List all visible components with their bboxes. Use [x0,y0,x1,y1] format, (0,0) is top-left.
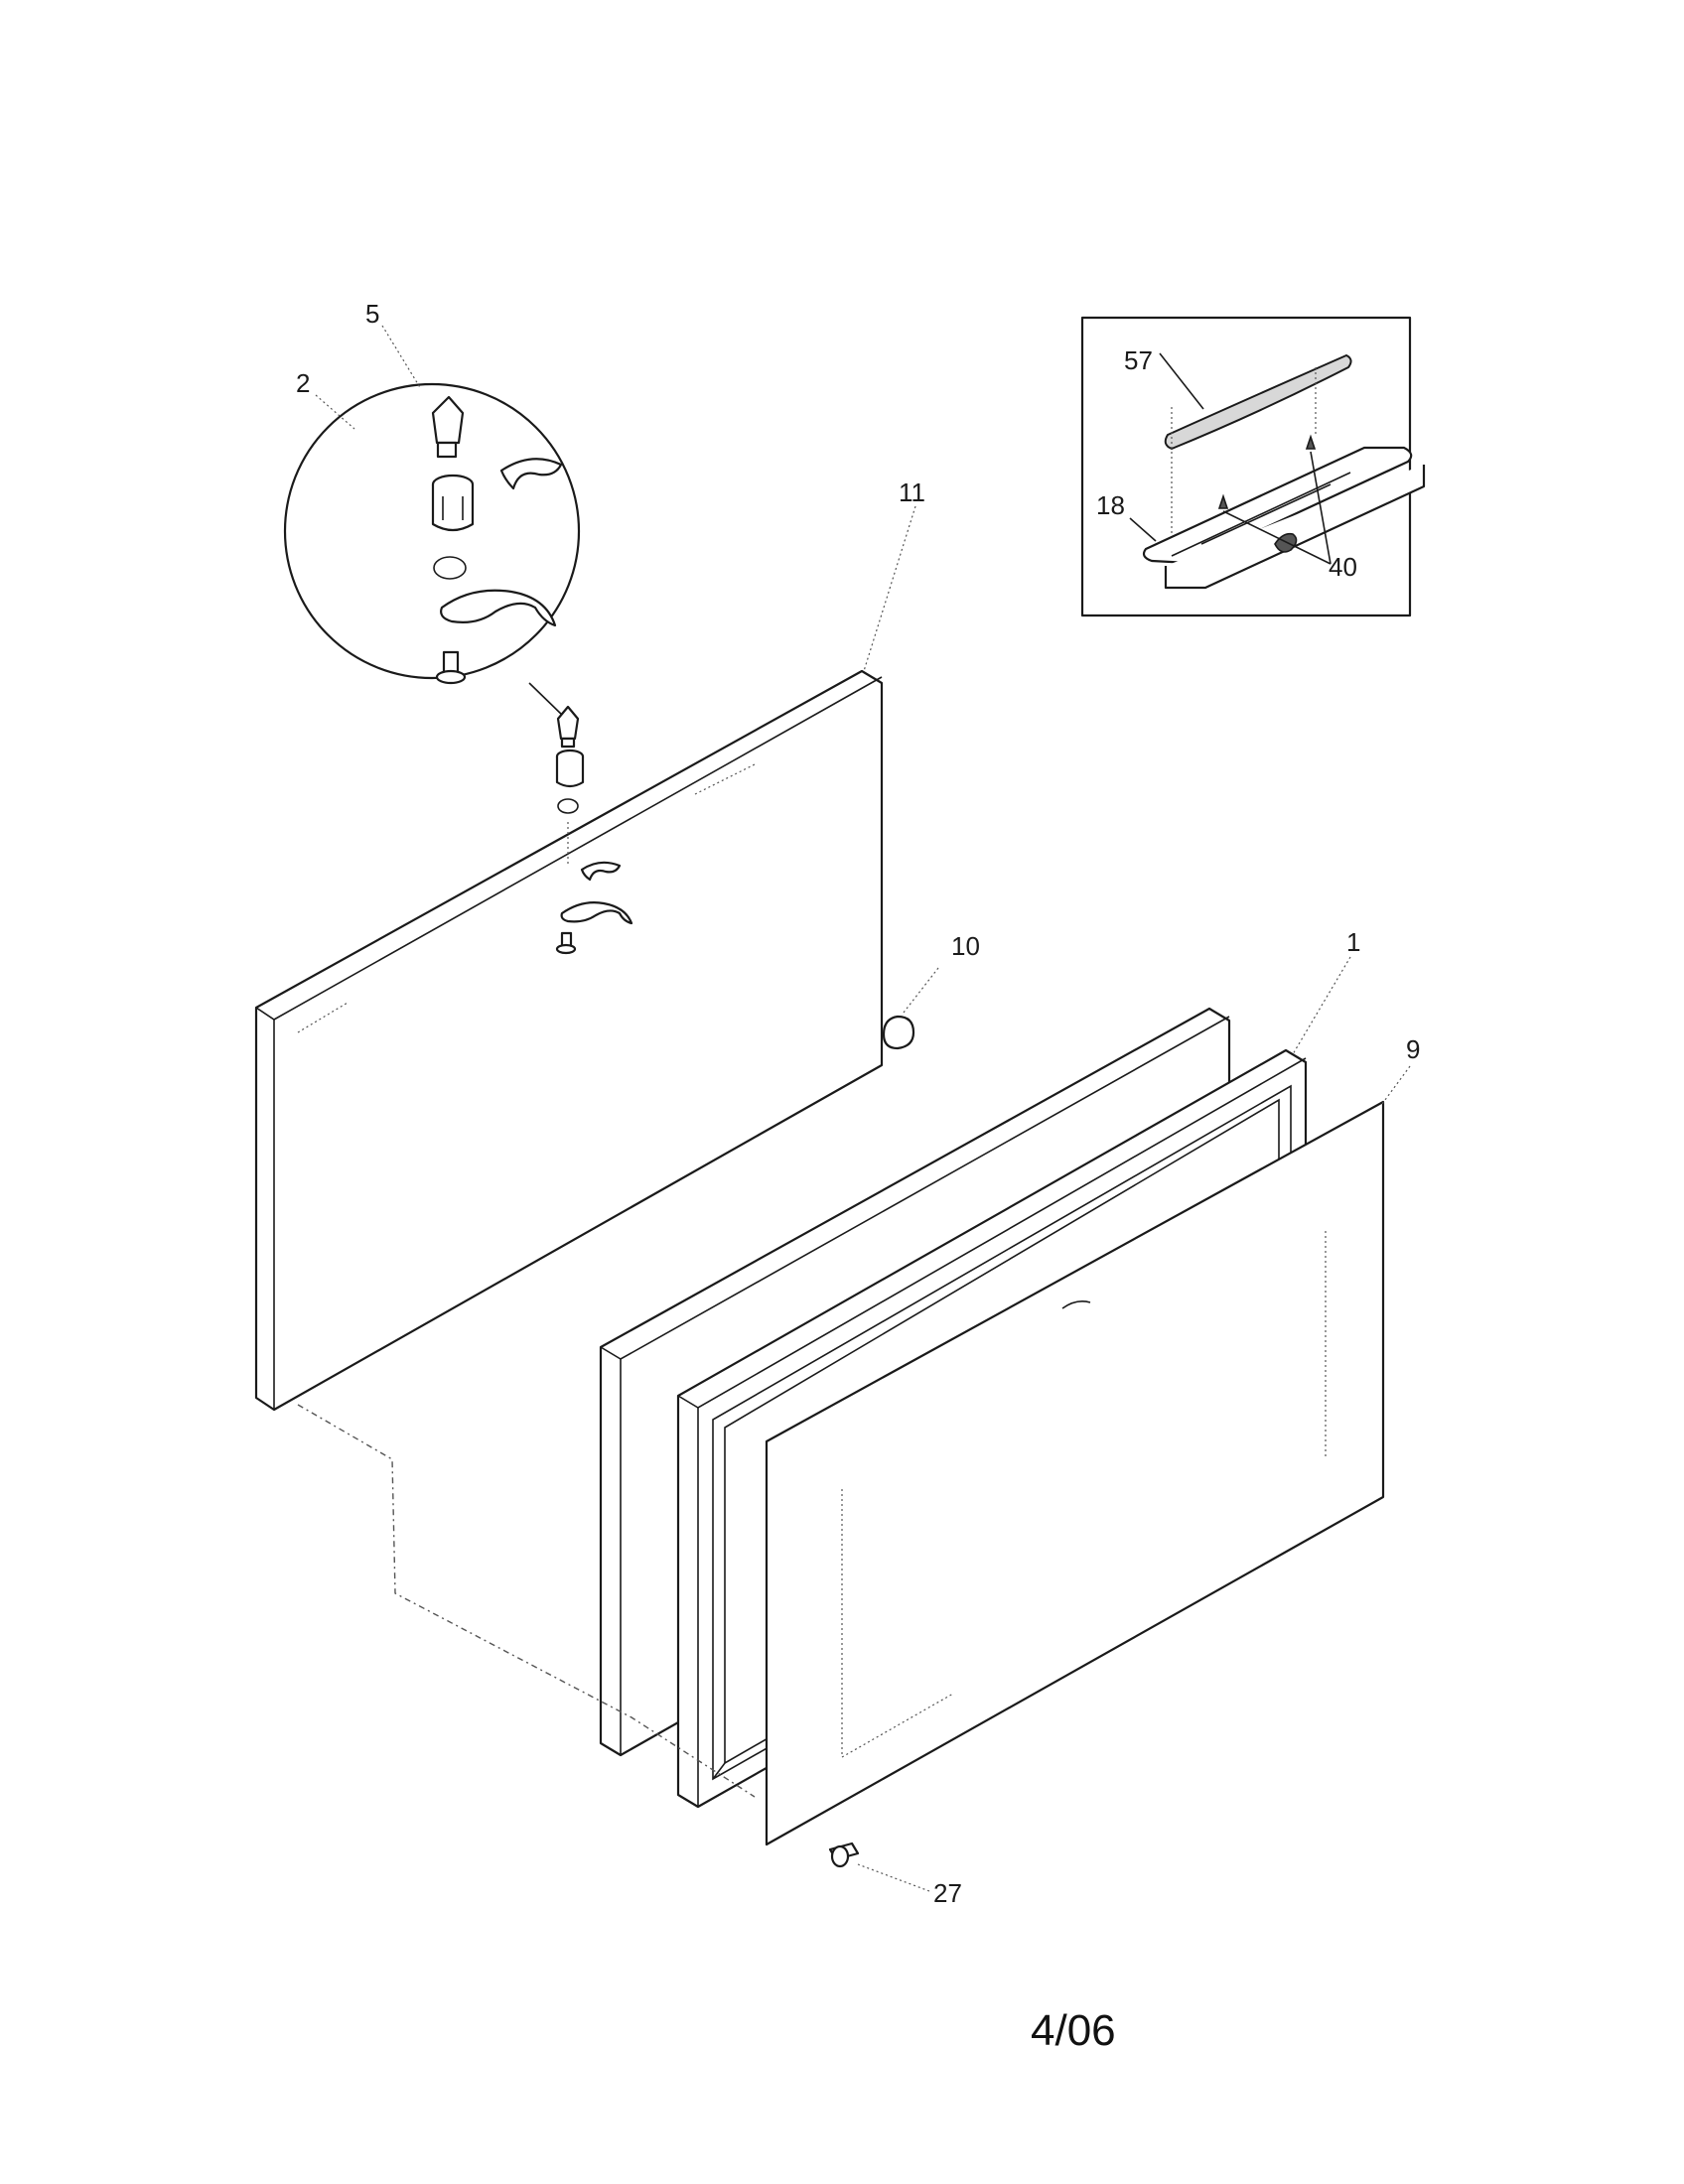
detail-connector-line [528,682,565,718]
callout-27: 27 [933,1878,962,1908]
callout-5: 5 [365,299,379,329]
hinge-pin-assembly [555,705,633,955]
callout-18: 18 [1096,490,1125,520]
callout-11: 11 [899,478,925,507]
door-outer-panel [254,669,884,1412]
callout-2: 2 [296,368,310,398]
alignment-centerline [297,1404,756,1798]
hinge-detail-circle [283,382,581,685]
screw-part [828,1842,860,1868]
callout-40: 40 [1329,552,1357,582]
door-bumper-part [882,1015,915,1050]
door-glass [765,1100,1385,1846]
callout-9: 9 [1406,1034,1420,1064]
callout-1: 1 [1346,927,1360,957]
revision-date: 4/06 [1031,2006,1116,2055]
leader-lines [315,325,1411,1892]
callout-57: 57 [1124,345,1153,375]
callout-10: 10 [951,931,980,961]
handle-detail-box [1080,316,1426,617]
